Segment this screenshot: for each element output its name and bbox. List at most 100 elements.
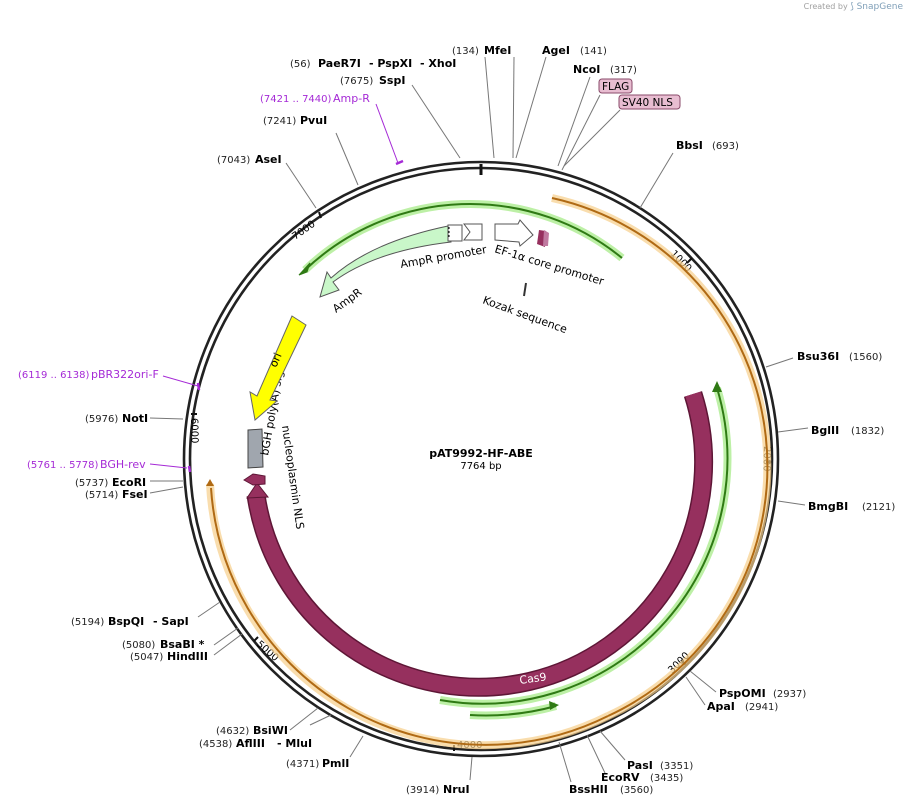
svg-text:EcoRV: EcoRV bbox=[601, 771, 640, 784]
enzyme-ecori[interactable]: (5737) EcoRI bbox=[75, 476, 146, 489]
ampr-promoter-arrow bbox=[463, 223, 483, 241]
snapgene-logo: ⟆ SnapGene bbox=[850, 2, 903, 12]
svg-text:PasI: PasI bbox=[627, 759, 653, 772]
primer-amp-r[interactable]: (7421 .. 7440) Amp-R bbox=[260, 92, 370, 105]
svg-text:(7241): (7241) bbox=[263, 116, 296, 127]
tick-6000: 6000 bbox=[188, 413, 199, 444]
svg-text:- SapI: - SapI bbox=[153, 615, 189, 628]
enzyme-pmli[interactable]: (4371) PmlI bbox=[286, 757, 349, 770]
svg-text:(5194): (5194) bbox=[71, 617, 104, 628]
svg-text:(7675): (7675) bbox=[340, 76, 373, 87]
enzyme-bmgbi[interactable]: BmgBI (2121) bbox=[808, 500, 895, 513]
svg-text:FseI: FseI bbox=[122, 488, 148, 501]
enzyme-bglii[interactable]: BglII (1832) bbox=[811, 424, 884, 437]
enzyme-bsabi[interactable]: (5080) BsaBI * bbox=[122, 638, 205, 651]
enzyme-bsshii[interactable]: BssHII (3560) bbox=[569, 783, 653, 796]
plasmid-name: pAT9992-HF-ABE bbox=[429, 447, 533, 460]
svg-text:(5714): (5714) bbox=[85, 490, 118, 501]
svg-text:BmgBI: BmgBI bbox=[808, 500, 848, 513]
svg-text:EcoRI: EcoRI bbox=[112, 476, 146, 489]
svg-text:(693): (693) bbox=[712, 141, 739, 152]
svg-text:FLAG: FLAG bbox=[602, 81, 629, 93]
svg-text:ApaI: ApaI bbox=[707, 700, 735, 713]
svg-text:SV40 NLS: SV40 NLS bbox=[622, 97, 673, 109]
cas9-arc bbox=[248, 391, 712, 696]
svg-text:NruI: NruI bbox=[443, 783, 470, 796]
enzyme-fsei[interactable]: (5714) FseI bbox=[85, 488, 148, 501]
svg-text:BssHII: BssHII bbox=[569, 783, 608, 796]
svg-text:- MluI: - MluI bbox=[277, 737, 312, 750]
enzyme-sspi[interactable]: (7675) SspI bbox=[340, 74, 405, 87]
enzyme-bsu36i[interactable]: Bsu36I (1560) bbox=[797, 350, 882, 363]
svg-text:(141): (141) bbox=[580, 46, 607, 57]
sv40-mark bbox=[543, 230, 549, 246]
primer-lines bbox=[149, 103, 399, 469]
svg-text:SspI: SspI bbox=[379, 74, 405, 87]
enzyme-nrui[interactable]: (3914) NruI bbox=[406, 783, 470, 796]
svg-text:(1560): (1560) bbox=[849, 352, 882, 363]
svg-text:NcoI: NcoI bbox=[573, 63, 600, 76]
svg-text:PmlI: PmlI bbox=[322, 757, 349, 770]
green-arc-top-arrow bbox=[298, 262, 311, 276]
primer-bgh-rev[interactable]: (5761 .. 5778) BGH-rev bbox=[27, 458, 146, 471]
ampr-promoter-box bbox=[447, 224, 463, 242]
sv40-nls-label-box[interactable]: SV40 NLS bbox=[618, 94, 681, 110]
enzyme-pvui[interactable]: (7241) PvuI bbox=[263, 114, 327, 127]
plasmid-length: 7764 bp bbox=[460, 461, 501, 472]
svg-text:7000: 7000 bbox=[290, 219, 317, 243]
enzyme-bsiwi[interactable]: (4632) BsiWI bbox=[216, 724, 288, 737]
svg-text:AseI: AseI bbox=[255, 153, 282, 166]
nucleoplasmin-nls-label: nucleoplasmin NLS bbox=[279, 425, 306, 530]
enzyme-pspomi[interactable]: PspOMI (2937) bbox=[719, 687, 806, 700]
cds-arc-arrowhead bbox=[206, 479, 214, 486]
svg-text:BsaBI *: BsaBI * bbox=[160, 638, 205, 651]
kozak-mark bbox=[523, 282, 527, 297]
enzyme-noti[interactable]: (5976) NotI bbox=[85, 412, 148, 425]
svg-text:(134): (134) bbox=[452, 46, 479, 57]
svg-text:HindIII: HindIII bbox=[167, 650, 208, 663]
enzyme-apai[interactable]: ApaI (2941) bbox=[707, 700, 778, 713]
backbone-outer bbox=[182, 160, 780, 758]
green-arc-top bbox=[304, 203, 623, 271]
svg-text:Bsu36I: Bsu36I bbox=[797, 350, 839, 363]
ori-label: ori bbox=[267, 351, 285, 369]
ef1a-label: EF-1α core promoter bbox=[493, 242, 606, 288]
enzyme-paer7i[interactable]: (56) PaeR7I - PspXI - XhoI bbox=[290, 57, 456, 70]
flag-label-box[interactable]: FLAG bbox=[598, 78, 633, 94]
created-by-snapgene: Created by ⟆ SnapGene bbox=[804, 2, 903, 12]
primer-pbr322ori-f[interactable]: (6119 .. 6138) pBR322ori-F bbox=[18, 368, 159, 381]
svg-text:AflIII: AflIII bbox=[236, 737, 265, 750]
enzyme-agei[interactable]: AgeI (141) bbox=[542, 44, 607, 57]
enzyme-hindiii[interactable]: (5047) HindIII bbox=[130, 650, 208, 663]
green-arc-right2-arrow bbox=[549, 701, 559, 710]
green-arc-right1 bbox=[439, 387, 729, 705]
svg-text:- PspXI: - PspXI bbox=[369, 57, 412, 70]
created-by-text: Created by bbox=[803, 2, 848, 11]
enzyme-afliii[interactable]: (4538) AflIII - MluI bbox=[199, 737, 312, 750]
cas9-label: Cas9 bbox=[519, 670, 548, 687]
enzyme-bbsi[interactable]: BbsI (693) bbox=[676, 139, 739, 152]
svg-text:NotI: NotI bbox=[122, 412, 148, 425]
svg-text:PvuI: PvuI bbox=[300, 114, 327, 127]
enzyme-bspqi[interactable]: (5194) BspQI - SapI bbox=[71, 615, 189, 628]
svg-text:(6119 .. 6138): (6119 .. 6138) bbox=[18, 370, 90, 381]
enzyme-pasi[interactable]: PasI (3351) bbox=[627, 759, 693, 772]
svg-text:(5976): (5976) bbox=[85, 414, 118, 425]
svg-text:(317): (317) bbox=[610, 65, 637, 76]
svg-text:Amp-R: Amp-R bbox=[333, 92, 370, 105]
svg-text:PspOMI: PspOMI bbox=[719, 687, 766, 700]
snapgene-brand: SnapGene bbox=[856, 2, 903, 12]
svg-text:(5047): (5047) bbox=[130, 652, 163, 663]
bgh-polya-box bbox=[247, 428, 264, 469]
svg-text:BbsI: BbsI bbox=[676, 139, 703, 152]
svg-text:(2121): (2121) bbox=[862, 502, 895, 513]
enzyme-asei[interactable]: (7043) AseI bbox=[217, 153, 282, 166]
enzyme-ecorv[interactable]: EcoRV (3435) bbox=[601, 771, 683, 784]
enzyme-ncoi[interactable]: NcoI (317) bbox=[573, 63, 637, 76]
svg-text:AgeI: AgeI bbox=[542, 44, 570, 57]
enzyme-mfei[interactable]: (134) MfeI bbox=[452, 44, 511, 57]
svg-text:(3560): (3560) bbox=[620, 785, 653, 796]
svg-text:MfeI: MfeI bbox=[484, 44, 511, 57]
svg-text:6000: 6000 bbox=[188, 418, 199, 444]
